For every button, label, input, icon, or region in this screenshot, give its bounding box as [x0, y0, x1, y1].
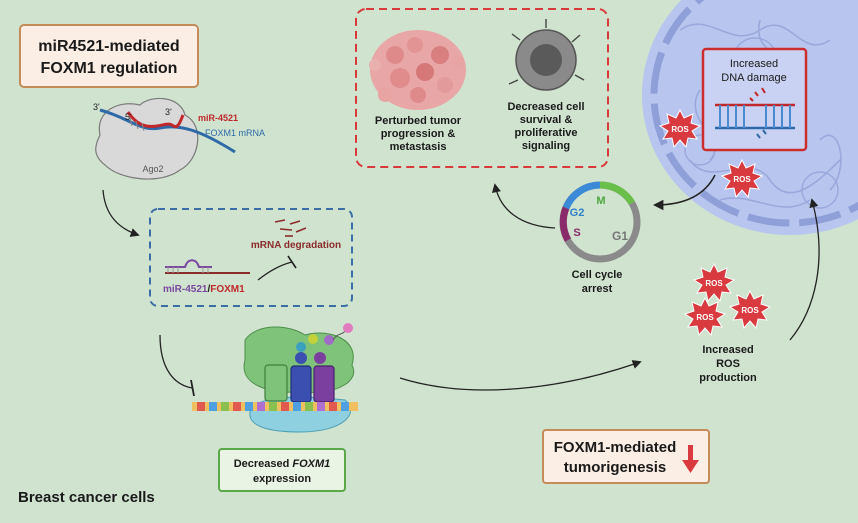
survival-line-2: survival & [520, 114, 573, 126]
ros-production-line-1: Increased [702, 344, 753, 356]
dna-damage-line-1: Increased [730, 58, 778, 70]
mirna-5prime: 5' [125, 112, 132, 122]
ros-burst-nucleus-bottom: ROS [720, 158, 764, 199]
cell-type-label: Breast cancer cells [18, 489, 155, 506]
mirna-3prime: 3' [165, 107, 172, 117]
ros-label-4: ROS [741, 306, 759, 315]
arrow-to-ros [399, 360, 642, 391]
tumorigenesis-line-2: tumorigenesis [564, 459, 667, 476]
mirna-label: miR-4521 [198, 113, 238, 123]
mrna-label: FOXM1 mRNA [205, 128, 265, 138]
arrow-to-cell-cycle [652, 174, 716, 211]
duplex-label: miR-4521/FOXM1 [163, 284, 245, 295]
title-box: miR4521-mediated FOXM1 regulation [19, 24, 199, 88]
dna-damage-box: Increased DNA damage [701, 47, 808, 152]
expression-prefix: Decreased [234, 458, 293, 470]
phase-m: M [596, 195, 605, 207]
cell-cycle-wheel: M G2 S G1 [559, 181, 641, 263]
duplex-icon [165, 259, 250, 274]
mrna-3prime: 3' [93, 102, 100, 112]
expression-gene: FOXM1 [292, 458, 330, 470]
down-arrow-icon [682, 445, 699, 473]
ros-label-1: ROS [671, 125, 689, 134]
ros-label-3: ROS [705, 279, 723, 288]
ros-label-5: ROS [696, 313, 714, 322]
inhibit-arrow [257, 261, 293, 281]
duplex-foxm1: FOXM1 [210, 284, 245, 295]
tumorigenesis-line-1: FOXM1-mediated [554, 439, 677, 456]
tumorigenesis-box: FOXM1-mediated tumorigenesis [542, 429, 710, 484]
phase-g2: G2 [570, 207, 585, 219]
duplex-mirna: miR-4521 [163, 284, 208, 295]
tumor-cells-icon [369, 30, 466, 110]
ros-burst-nucleus-left: ROS [658, 108, 702, 149]
ros-burst-top: ROS [692, 262, 736, 303]
expression-box: Decreased FOXM1 expression [218, 448, 346, 492]
arrow-to-nucleus [789, 198, 820, 341]
mrna-degradation-label: mRNA degradation [251, 240, 341, 251]
ago2-label: Ago2 [142, 164, 163, 174]
expression-line-1: Decreased FOXM1 [234, 458, 331, 470]
title-line-1: miR4521-mediated [38, 38, 179, 55]
arrow-to-degradation [102, 189, 140, 237]
survival-line-4: signaling [522, 140, 570, 152]
ros-label-2: ROS [733, 175, 751, 184]
outcomes-box: Perturbed tumor progression & metastasis… [355, 8, 609, 168]
mrna-fragments [274, 219, 307, 237]
dead-cell-icon [508, 19, 585, 91]
degradation-box: mRNA degradation miR-4521/FOXM1 [149, 208, 353, 307]
expression-line-2: expression [253, 473, 311, 485]
duplex-separator: / [207, 284, 210, 295]
damaged-dna-icon [715, 87, 795, 139]
ros-burst-right: ROS [728, 289, 772, 330]
tumor-line-3: metastasis [390, 141, 447, 153]
ros-burst-left: ROS [683, 296, 727, 337]
cell-cycle-label-1: Cell cycle [572, 269, 623, 281]
inhibit-translation-line [159, 334, 193, 389]
tumor-line-1: Perturbed tumor [375, 115, 462, 127]
phase-s: S [573, 227, 580, 239]
ros-production-line-2: ROS [716, 358, 740, 370]
cell-cycle-label-2: arrest [582, 283, 613, 295]
title-line-2: FOXM1 regulation [41, 60, 178, 77]
survival-line-3: proliferative [515, 127, 578, 139]
dna-damage-line-2: DNA damage [721, 72, 786, 84]
phase-g1: G1 [612, 229, 628, 243]
survival-line-1: Decreased cell [507, 101, 584, 113]
arrow-to-outcomes [491, 183, 556, 229]
ribosome-icon [192, 323, 358, 433]
ros-production-line-3: production [699, 372, 757, 384]
ago2-complex: Ago2 3' 5' 3' miR-4521 FOXM1 mRNA [93, 97, 265, 180]
tumor-line-2: progression & [381, 128, 456, 140]
